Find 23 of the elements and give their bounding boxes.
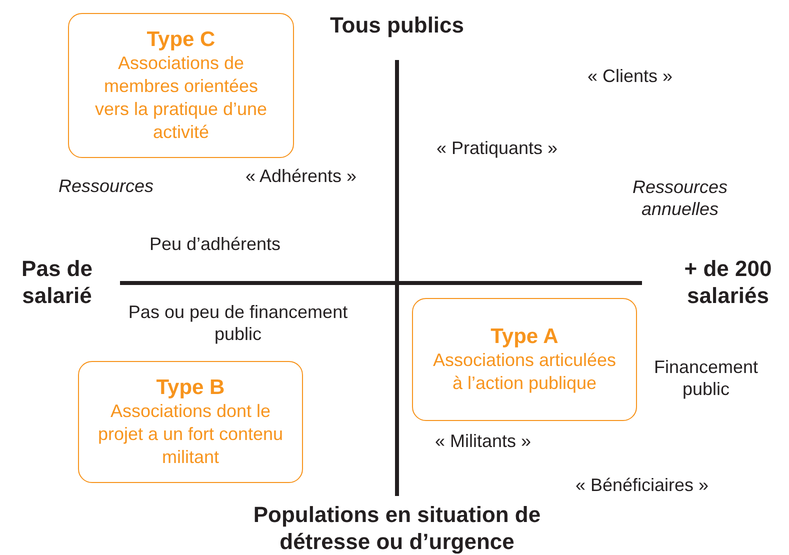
category-label: « Pratiquants » [435, 137, 559, 159]
type-description: Associations de membres orientées vers la pratique d’une activité [94, 52, 268, 144]
type-card [78, 361, 303, 483]
category-label: « Bénéficiaires » [574, 474, 710, 496]
category-label: « Militants » [434, 430, 532, 452]
category-label: « Adhérents » [244, 165, 358, 187]
scale-label: Ressources annuelles [631, 176, 729, 220]
axis-label: Pas de salarié [20, 255, 94, 309]
type-card [412, 298, 637, 421]
axis-label: + de 200 salariés [683, 255, 773, 309]
type-heading: Type B [155, 375, 226, 400]
type-description: Associations articulées à l’action publique [432, 349, 618, 395]
axis-label: Populations en situation de détresse ou d’urgence [252, 501, 542, 555]
quadrant-note: Pas ou peu de financement public [127, 301, 349, 345]
type-heading: Type C [146, 27, 216, 52]
quadrant-note: Financement public [652, 356, 760, 400]
scale-label: Ressources [57, 175, 155, 197]
type-card [68, 13, 294, 158]
type-heading: Type A [490, 324, 560, 349]
axis-label: Tous publics [328, 12, 466, 38]
category-label: « Clients » [586, 65, 674, 87]
type-description: Associations dont le projet a un fort contenu militant [97, 400, 284, 469]
quadrant-note: Peu d’adhérents [148, 233, 282, 255]
